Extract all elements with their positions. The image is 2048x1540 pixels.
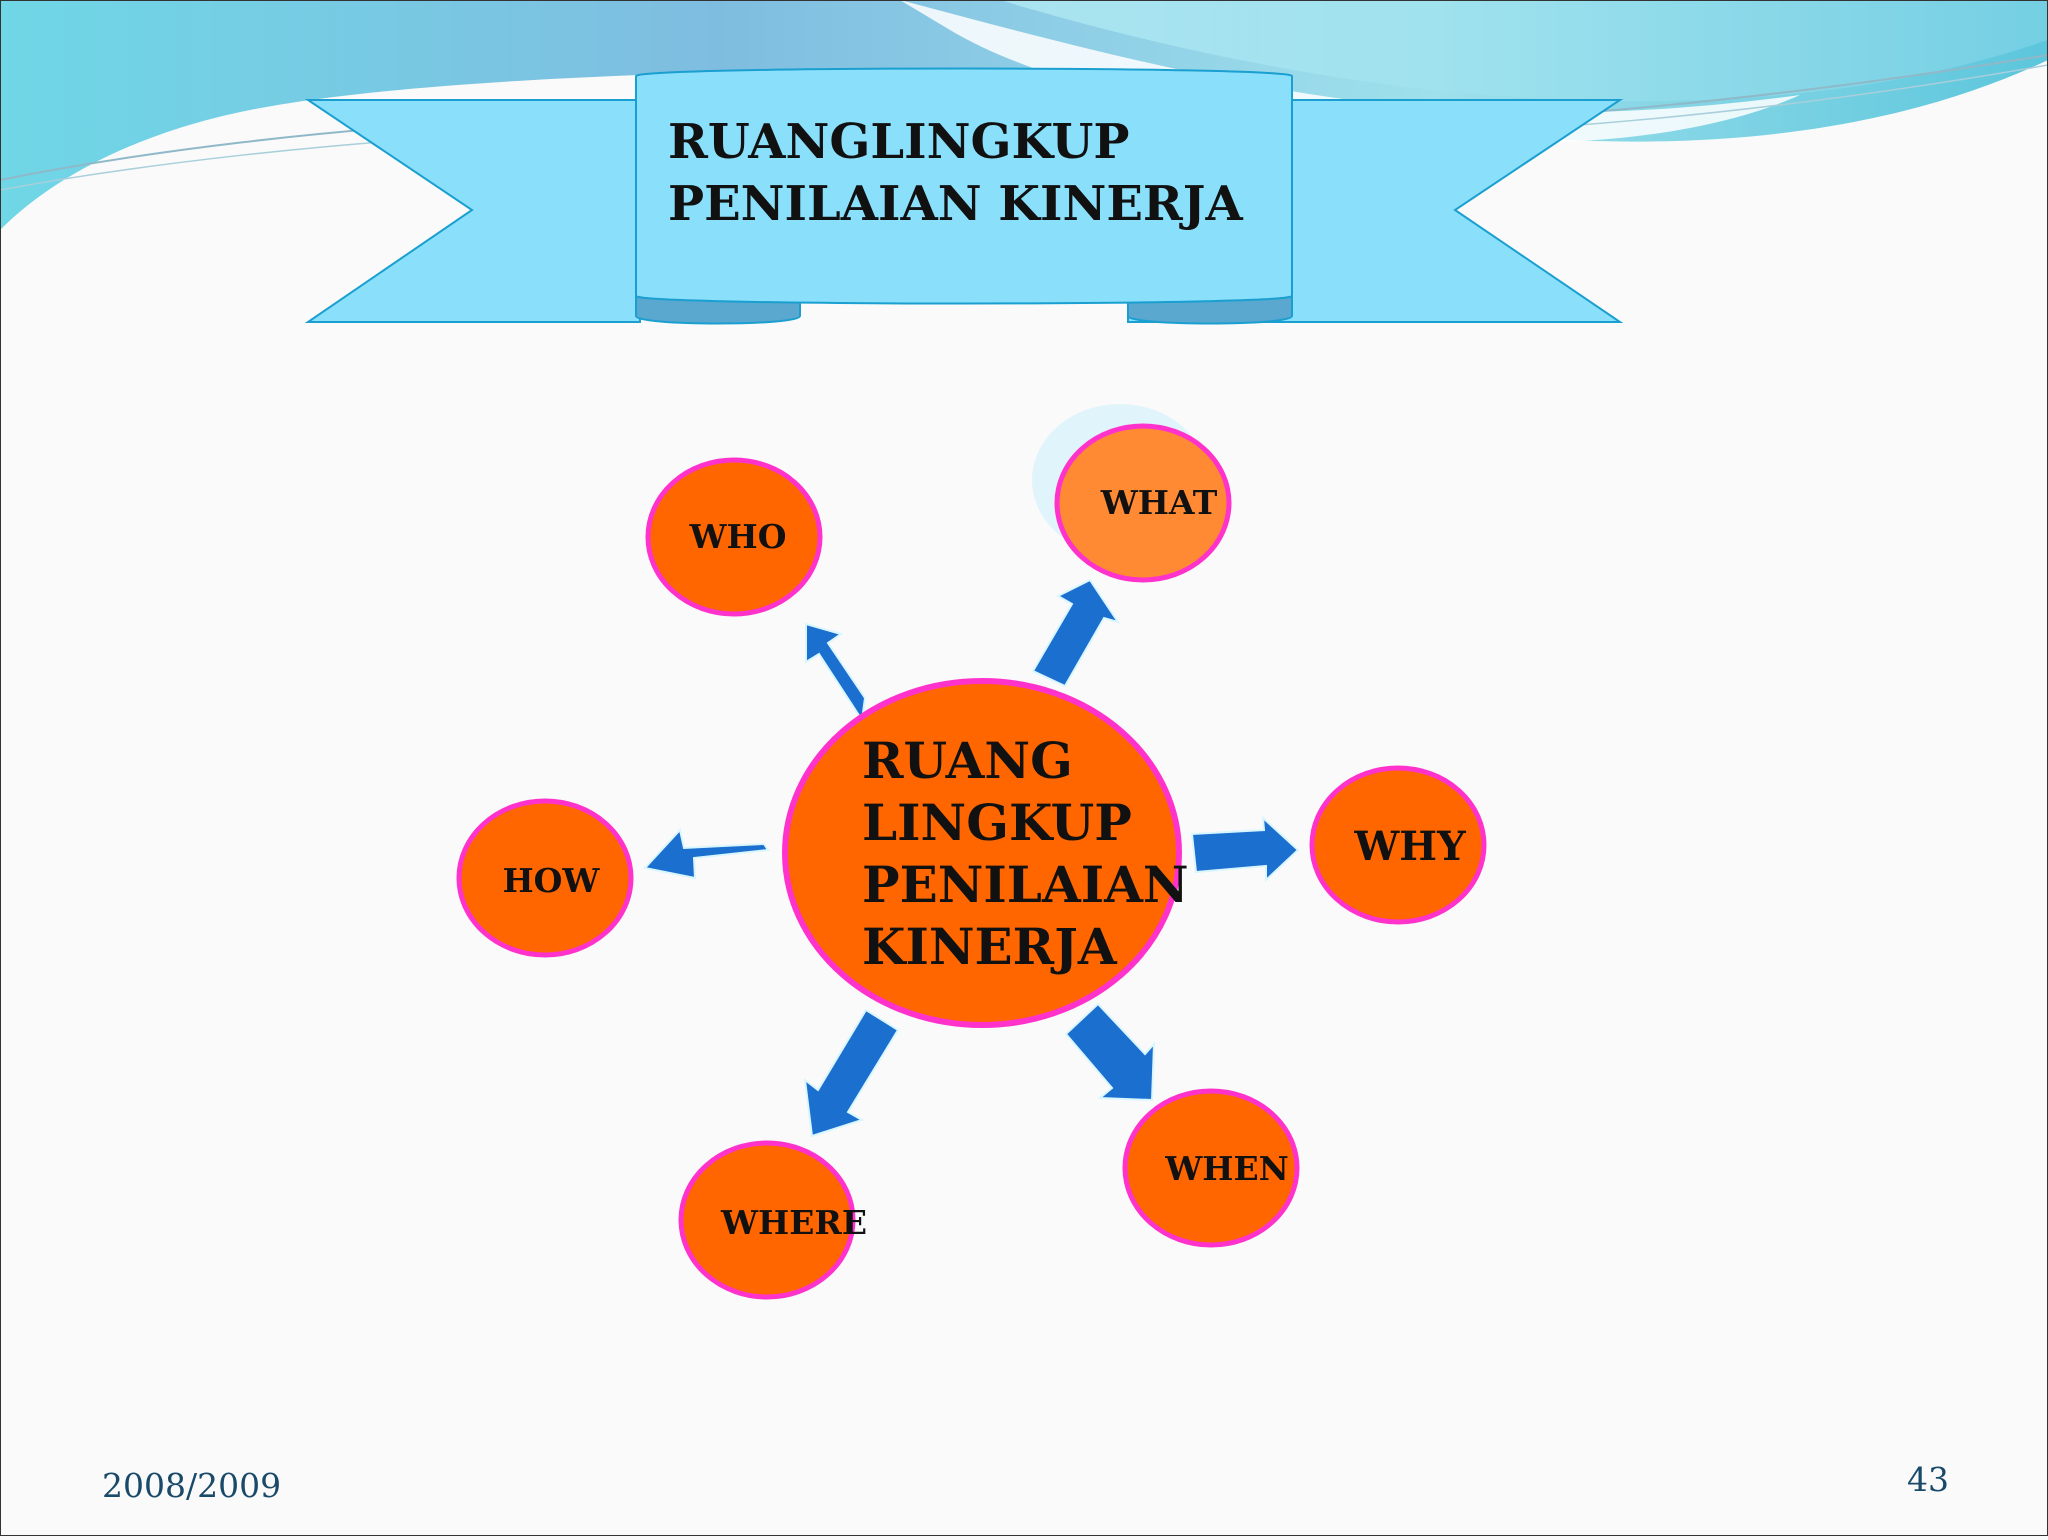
node-who: WHO: [645, 457, 823, 617]
wave-light: [1000, 0, 2048, 102]
arrow-to-where: [803, 1008, 900, 1138]
center-line-4: KINERJA: [862, 917, 1118, 976]
node-why-circle: [1309, 765, 1487, 925]
title-line-2: PENILAIAN KINERJA: [668, 176, 1244, 232]
center-line-2: LINGKUP: [862, 793, 1132, 852]
node-who-label: WHO: [689, 517, 787, 556]
node-where: WHERE: [678, 1140, 867, 1300]
center-line-1: RUANG: [862, 731, 1073, 790]
ribbon-left-tail: [304, 99, 641, 323]
center-line-3: PENILAIAN: [862, 855, 1189, 914]
node-what-circle: [1054, 423, 1232, 583]
node-when: WHEN: [1122, 1088, 1300, 1248]
node-what-label: WHAT: [1100, 483, 1218, 522]
arrow-to-why: [1190, 815, 1300, 883]
node-what: WHAT: [1032, 404, 1232, 583]
arrow-to-how: [643, 827, 770, 880]
node-how-label: HOW: [503, 861, 601, 900]
node-where-circle: [678, 1140, 856, 1300]
arrow-to-when: [1064, 1002, 1156, 1102]
node-where-label: WHERE: [720, 1203, 867, 1242]
node-who-circle: [645, 457, 823, 617]
node-when-circle: [1122, 1088, 1300, 1248]
node-when-label: WHEN: [1164, 1149, 1289, 1188]
node-how: HOW: [456, 798, 634, 958]
title-ribbon: RUANGLINGKUP PENILAIAN KINERJA: [304, 67, 1624, 325]
page-number: 43: [1907, 1460, 1949, 1499]
arrow-to-what: [1031, 578, 1121, 688]
arrows: [643, 578, 1300, 1138]
center-node-circle: [782, 678, 1182, 1028]
node-why-label: WHY: [1353, 823, 1466, 870]
ribbon-center-panel: [635, 67, 1293, 305]
arrow-to-who: [805, 622, 867, 723]
title-line-1: RUANGLINGKUP: [668, 114, 1129, 170]
node-why: WHY: [1309, 765, 1487, 925]
center-node: RUANG LINGKUP PENILAIAN KINERJA: [782, 678, 1189, 1028]
footer-date: 2008/2009: [102, 1466, 282, 1505]
node-how-circle: [456, 798, 634, 958]
